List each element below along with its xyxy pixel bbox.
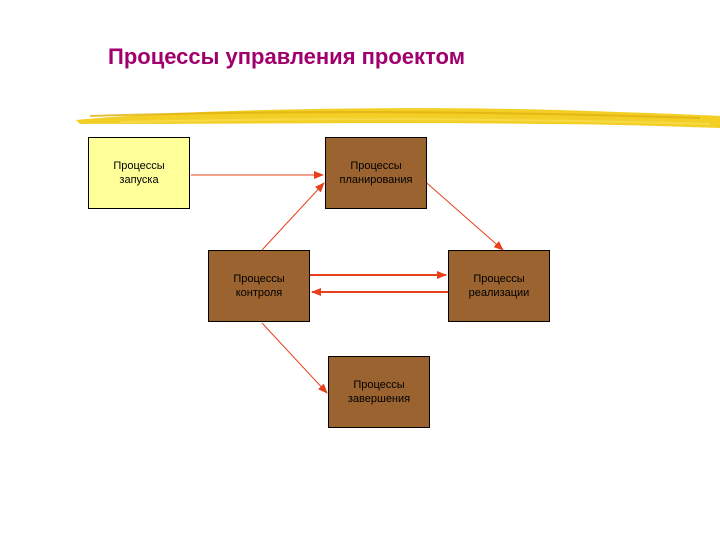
arrow-planning-to-execution — [411, 169, 504, 251]
node-planning-processes: Процессы планирования — [325, 137, 427, 209]
node-start-label: Процессы запуска — [113, 160, 165, 186]
arrow-control-to-planning — [261, 182, 325, 251]
arrow-control-to-closing — [261, 322, 328, 394]
page-title: Процессы управления проектом — [108, 44, 465, 69]
node-control-label: Процессы контроля — [233, 273, 285, 299]
node-planning-label: Процессы планирования — [339, 160, 413, 186]
node-closing-label: Процессы завершения — [347, 379, 411, 405]
node-execution-label: Процессы реализации — [468, 273, 530, 299]
node-closing-processes: Процессы завершения — [328, 356, 430, 428]
node-control-processes: Процессы контроля — [208, 250, 310, 322]
node-execution-processes: Процессы реализации — [448, 250, 550, 322]
node-start-processes: Процессы запуска — [88, 137, 190, 209]
